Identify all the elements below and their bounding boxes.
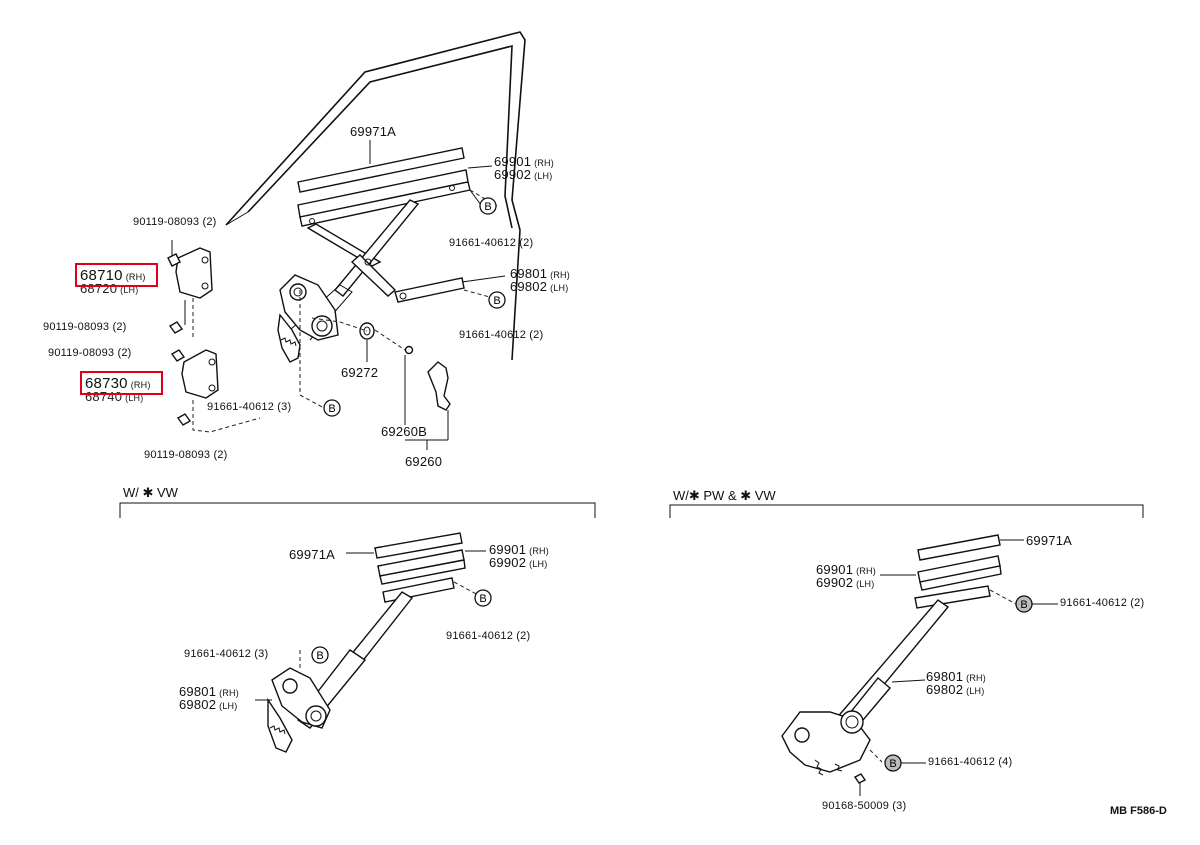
- label-69260b: 69260B: [381, 424, 428, 439]
- highlight-68730: [80, 371, 163, 395]
- vw-label-91661-2: 91661-40612 (2): [446, 630, 531, 642]
- label-90119-a: 90119-08093 (2): [133, 216, 217, 228]
- figure-code: MB F586-D: [1110, 805, 1167, 817]
- vw-label-69801: 69801(RH): [179, 684, 239, 699]
- regulator-gear-plate: [277, 274, 339, 363]
- pw-label-69901: 69901(RH): [816, 562, 876, 577]
- vw-label-69802: 69802(LH): [179, 697, 238, 712]
- bubble-b-3: B: [323, 399, 341, 417]
- regulator-arms: [289, 199, 506, 341]
- pw-label-91661-4: 91661-40612 (4): [928, 756, 1013, 768]
- label-69802: 69802(LH): [510, 279, 569, 294]
- bubble-b-1: B: [479, 197, 497, 215]
- label-68710: 68710(RH): [80, 267, 146, 284]
- label-69971a: 69971A: [350, 124, 397, 139]
- label-91661-2a: 91661-40612 (2): [449, 237, 534, 249]
- vw-section-title: W/ ✱ VW: [123, 485, 178, 500]
- pw-section-bracket: [669, 504, 1144, 518]
- label-69260: 69260: [405, 454, 443, 469]
- svg-text:B: B: [479, 593, 486, 605]
- label-69901: 69901(RH): [494, 154, 554, 169]
- vw-bubble-b-1: B: [474, 589, 492, 607]
- label-90119-c: 90119-08093 (2): [48, 347, 132, 359]
- label-69801: 69801(RH): [510, 266, 570, 281]
- label-90119-b: 90119-08093 (2): [43, 321, 127, 333]
- pw-bubble-b-2: B: [884, 754, 902, 772]
- svg-text:B: B: [328, 403, 335, 415]
- pw-section-title: W/✱ PW & ✱ VW: [673, 488, 776, 503]
- svg-text:B: B: [889, 758, 896, 770]
- label-69272: 69272: [341, 365, 379, 380]
- label-69902: 69902(LH): [494, 167, 553, 182]
- upper-hinge: [167, 240, 213, 340]
- vw-bubble-b-2: B: [311, 646, 329, 664]
- pw-label-91661-2: 91661-40612 (2): [1060, 597, 1145, 609]
- label-68730: 68730(RH): [85, 375, 151, 392]
- door-window-frame: [225, 31, 526, 361]
- pw-label-69971a: 69971A: [1026, 533, 1073, 548]
- pw-bubble-b-1: B: [1015, 595, 1033, 613]
- label-90119-d: 90119-08093 (2): [144, 449, 228, 461]
- vw-label-91661-3: 91661-40612 (3): [184, 648, 269, 660]
- vw-label-69971a: 69971A: [289, 547, 336, 562]
- pw-label-69801: 69801(RH): [926, 669, 986, 684]
- label-91661-3: 91661-40612 (3): [207, 401, 292, 413]
- lower-hinge: [170, 349, 261, 433]
- pw-assembly: [781, 534, 1024, 796]
- svg-text:B: B: [1020, 599, 1027, 611]
- handle-parts: [359, 322, 451, 450]
- svg-text:B: B: [484, 201, 491, 213]
- svg-text:B: B: [316, 650, 323, 662]
- pw-label-90168: 90168-50009 (3): [822, 800, 907, 812]
- vw-label-69901: 69901(RH): [489, 542, 549, 557]
- pw-label-69802: 69802(LH): [926, 682, 985, 697]
- bubble-b-2: B: [488, 291, 506, 309]
- lift-channel-69901: [297, 165, 493, 227]
- svg-text:B: B: [493, 295, 500, 307]
- highlight-68710: [75, 263, 158, 287]
- vw-label-69902: 69902(LH): [489, 555, 548, 570]
- vw-section-bracket: [119, 502, 596, 518]
- label-91661-2b: 91661-40612 (2): [459, 329, 544, 341]
- pw-label-69902: 69902(LH): [816, 575, 875, 590]
- vw-assembly: [255, 532, 486, 753]
